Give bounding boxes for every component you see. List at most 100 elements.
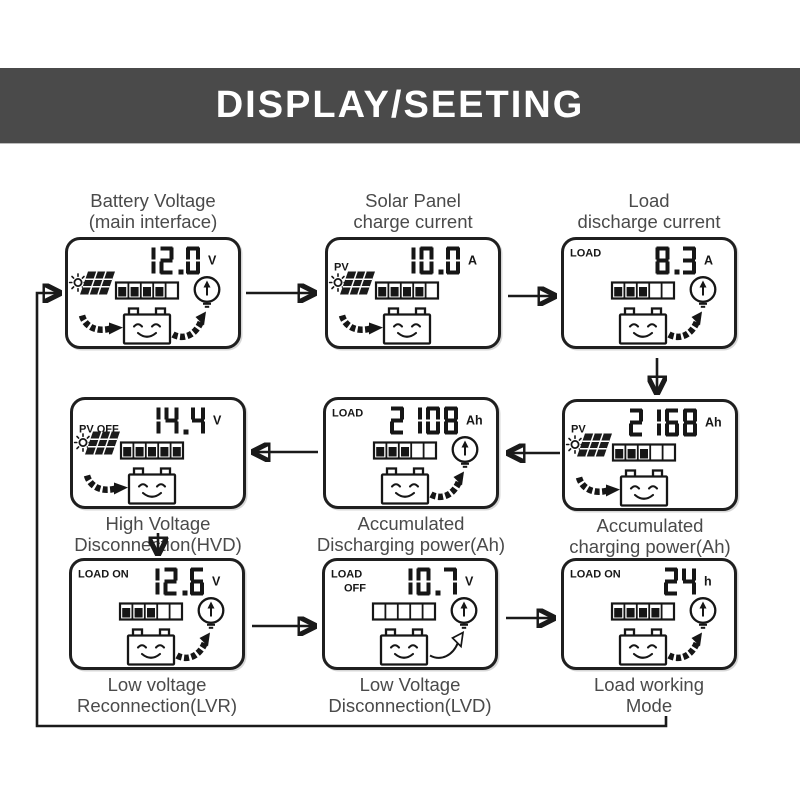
lcd-mode-badge: PV [334, 262, 349, 274]
light-bulb-icon [193, 276, 221, 308]
panel-label: Battery Voltage (main interface) [89, 190, 218, 232]
charge-arrow-icon [83, 474, 128, 495]
lcd-value-digits [408, 567, 457, 596]
battery-gauge-icon [372, 441, 438, 460]
discharge-arrow-icon [175, 632, 210, 662]
panel-label-line1: Low Voltage [359, 674, 461, 695]
panel-label: Load discharge current [578, 190, 721, 232]
lcd-mode-badge: LOAD ON [570, 569, 621, 581]
title-banner: DISPLAY/SEETING [0, 68, 800, 143]
battery-smiley-icon [379, 628, 429, 666]
battery-gauge-icon [119, 441, 185, 460]
panel-label-line2: charging power(Ah) [569, 536, 731, 557]
discharge-arrow-icon [429, 630, 465, 659]
discharge-arrow-icon [429, 471, 464, 501]
light-bulb-icon [689, 597, 717, 629]
battery-gauge-icon [374, 281, 440, 300]
panel-label-line1: Load working [593, 674, 705, 695]
battery-gauge-icon [610, 281, 676, 300]
lcd-unit-label: V [208, 254, 217, 268]
lcd-value-digits [629, 408, 697, 437]
lcd-screen: V [65, 237, 241, 349]
lcd-unit-label: V [212, 575, 221, 589]
light-bulb-icon [689, 276, 717, 308]
mode-panel-solar-charge-current: Solar Panel charge current PV A [298, 190, 528, 349]
lcd-screen: LOAD OFF V [322, 558, 498, 670]
battery-gauge-icon [611, 443, 677, 462]
panel-label-line2: Disconnection(LVD) [328, 695, 492, 716]
panel-label-line2: Reconnection(LVR) [76, 695, 238, 716]
battery-smiley-icon [619, 469, 669, 507]
lcd-mode-badge: LOAD ON [78, 569, 129, 581]
panel-label: Accumulated charging power(Ah) [569, 515, 730, 557]
panel-label: Accumulated Discharging power(Ah) [317, 513, 505, 555]
battery-smiley-icon [127, 467, 177, 505]
battery-gauge-icon [610, 602, 676, 621]
lcd-screen: LOAD ON h [561, 558, 737, 670]
mode-panel-load-working-mode: Load working Mode LOAD ON h [534, 558, 764, 716]
battery-gauge-icon [114, 281, 180, 300]
lcd-unit-label: Ah [705, 416, 722, 430]
lcd-value-digits [655, 246, 696, 275]
lcd-screen: PV OFF V [70, 397, 246, 509]
panel-label: Low Voltage Disconnection(LVD) [328, 674, 491, 716]
discharge-arrow-icon [171, 311, 206, 341]
solar-panel-icon [565, 433, 612, 457]
panel-label: Low voltage Reconnection(LVR) [77, 674, 237, 716]
light-bulb-icon [197, 597, 225, 629]
panel-label-line1: Load [628, 190, 670, 211]
panel-label-line2: Discharging power(Ah) [316, 534, 506, 555]
discharge-arrow-icon [667, 632, 702, 662]
lcd-value-digits [411, 246, 460, 275]
mode-panel-accumulated-charging-power: Accumulated charging power(Ah) PV Ah [535, 399, 765, 557]
lcd-screen: LOAD A [561, 237, 737, 349]
mode-panel-low-voltage-reconnection: Low voltage Reconnection(LVR) LOAD ON V [42, 558, 272, 716]
lcd-value-digits [664, 567, 696, 596]
battery-smiley-icon [618, 307, 668, 345]
panel-label-line1: High Voltage [105, 513, 211, 534]
lcd-screen: LOAD ON V [69, 558, 245, 670]
panel-label-line2: Disconnection(HVD) [74, 534, 242, 555]
battery-gauge-icon [371, 602, 437, 621]
lcd-screen: LOAD Ah [323, 397, 499, 509]
lcd-unit-label: V [465, 575, 474, 589]
solar-panel-icon [328, 271, 375, 295]
battery-smiley-icon [382, 307, 432, 345]
charge-arrow-icon [575, 476, 620, 497]
lcd-mode-badge: LOAD [570, 248, 601, 260]
light-bulb-icon [450, 597, 478, 629]
panel-label: Solar Panel charge current [353, 190, 472, 232]
lcd-value-digits [156, 407, 205, 435]
solar-panel-icon [68, 271, 115, 295]
lcd-unit-label: Ah [466, 414, 483, 428]
battery-smiley-icon [618, 628, 668, 666]
lcd-mode-badge: LOAD [332, 408, 363, 420]
battery-smiley-icon [126, 628, 176, 666]
lcd-mode-badge: LOAD [331, 569, 362, 581]
panel-label-line2: Mode [625, 695, 673, 716]
discharge-arrow-icon [667, 311, 702, 341]
page-title: DISPLAY/SEETING [215, 84, 585, 126]
sun-icon [328, 273, 348, 292]
lcd-unit-label: V [213, 414, 222, 428]
charge-arrow-icon [338, 314, 383, 335]
mode-panel-high-voltage-disconnection: High Voltage Disconnection(HVD) PV OFF V [43, 397, 273, 555]
panel-label-line2: (main interface) [88, 211, 218, 232]
lcd-mode-badge: PV [571, 424, 586, 436]
battery-smiley-icon [122, 307, 172, 345]
lcd-mode-badge-line2: OFF [344, 583, 366, 595]
mode-panel-low-voltage-disconnection: Low Voltage Disconnection(LVD) LOAD OFF … [295, 558, 525, 716]
panel-label-line1: Low voltage [107, 674, 207, 695]
lcd-value-digits [155, 567, 204, 596]
panel-label-line1: Battery Voltage [90, 190, 216, 211]
battery-gauge-icon [118, 602, 184, 621]
lcd-value-digits [151, 246, 200, 275]
panel-label-line1: Accumulated [357, 513, 465, 534]
lcd-unit-label: h [704, 575, 712, 589]
mode-panel-battery-voltage: Battery Voltage (main interface) V [38, 190, 268, 349]
battery-smiley-icon [380, 467, 430, 505]
lcd-value-digits [390, 406, 458, 435]
panel-label-line2: discharge current [577, 211, 721, 232]
panel-label-line1: Solar Panel [365, 190, 461, 211]
